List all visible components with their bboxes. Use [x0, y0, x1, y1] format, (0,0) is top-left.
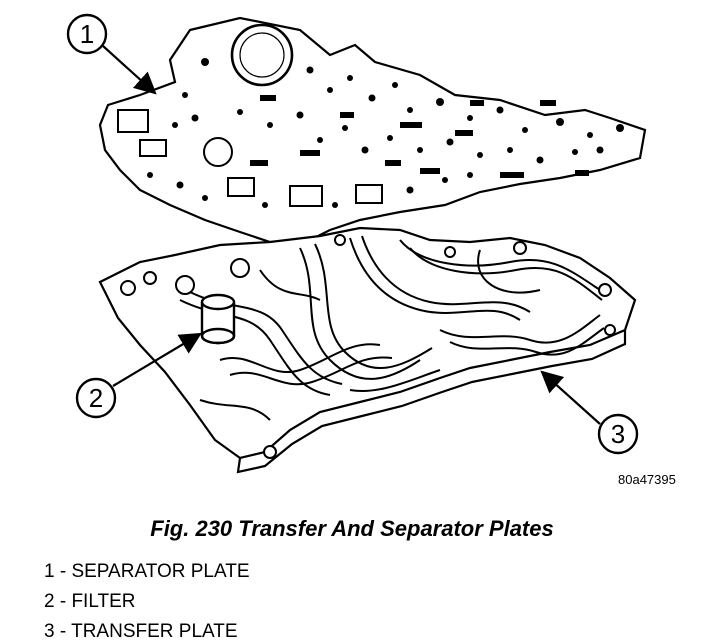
exploded-diagram: 1 2 3 [66, 13, 647, 474]
legend-item-separator-plate: 1 - SEPARATOR PLATE [44, 561, 250, 582]
callout-1: 1 [66, 13, 157, 95]
callout-3-number: 3 [611, 419, 625, 449]
callout-3: 3 [540, 370, 639, 455]
separator-plate [98, 16, 647, 247]
transfer-plate-channels [179, 235, 605, 421]
transfer-plate-bosses [120, 234, 616, 459]
legend-item-transfer-plate: 3 - TRANSFER PLATE [44, 621, 238, 642]
transfer-plate [98, 226, 637, 474]
separator-plate-holes [117, 58, 624, 208]
callout-1-number: 1 [80, 19, 94, 49]
legend-item-filter: 2 - FILTER [44, 591, 136, 612]
figure-caption: Fig. 230 Transfer And Separator Plates [150, 516, 554, 541]
callout-2: 2 [75, 332, 202, 419]
figure-reference-code: 80a47395 [618, 472, 676, 487]
callout-2-number: 2 [89, 383, 103, 413]
filter [200, 293, 236, 345]
